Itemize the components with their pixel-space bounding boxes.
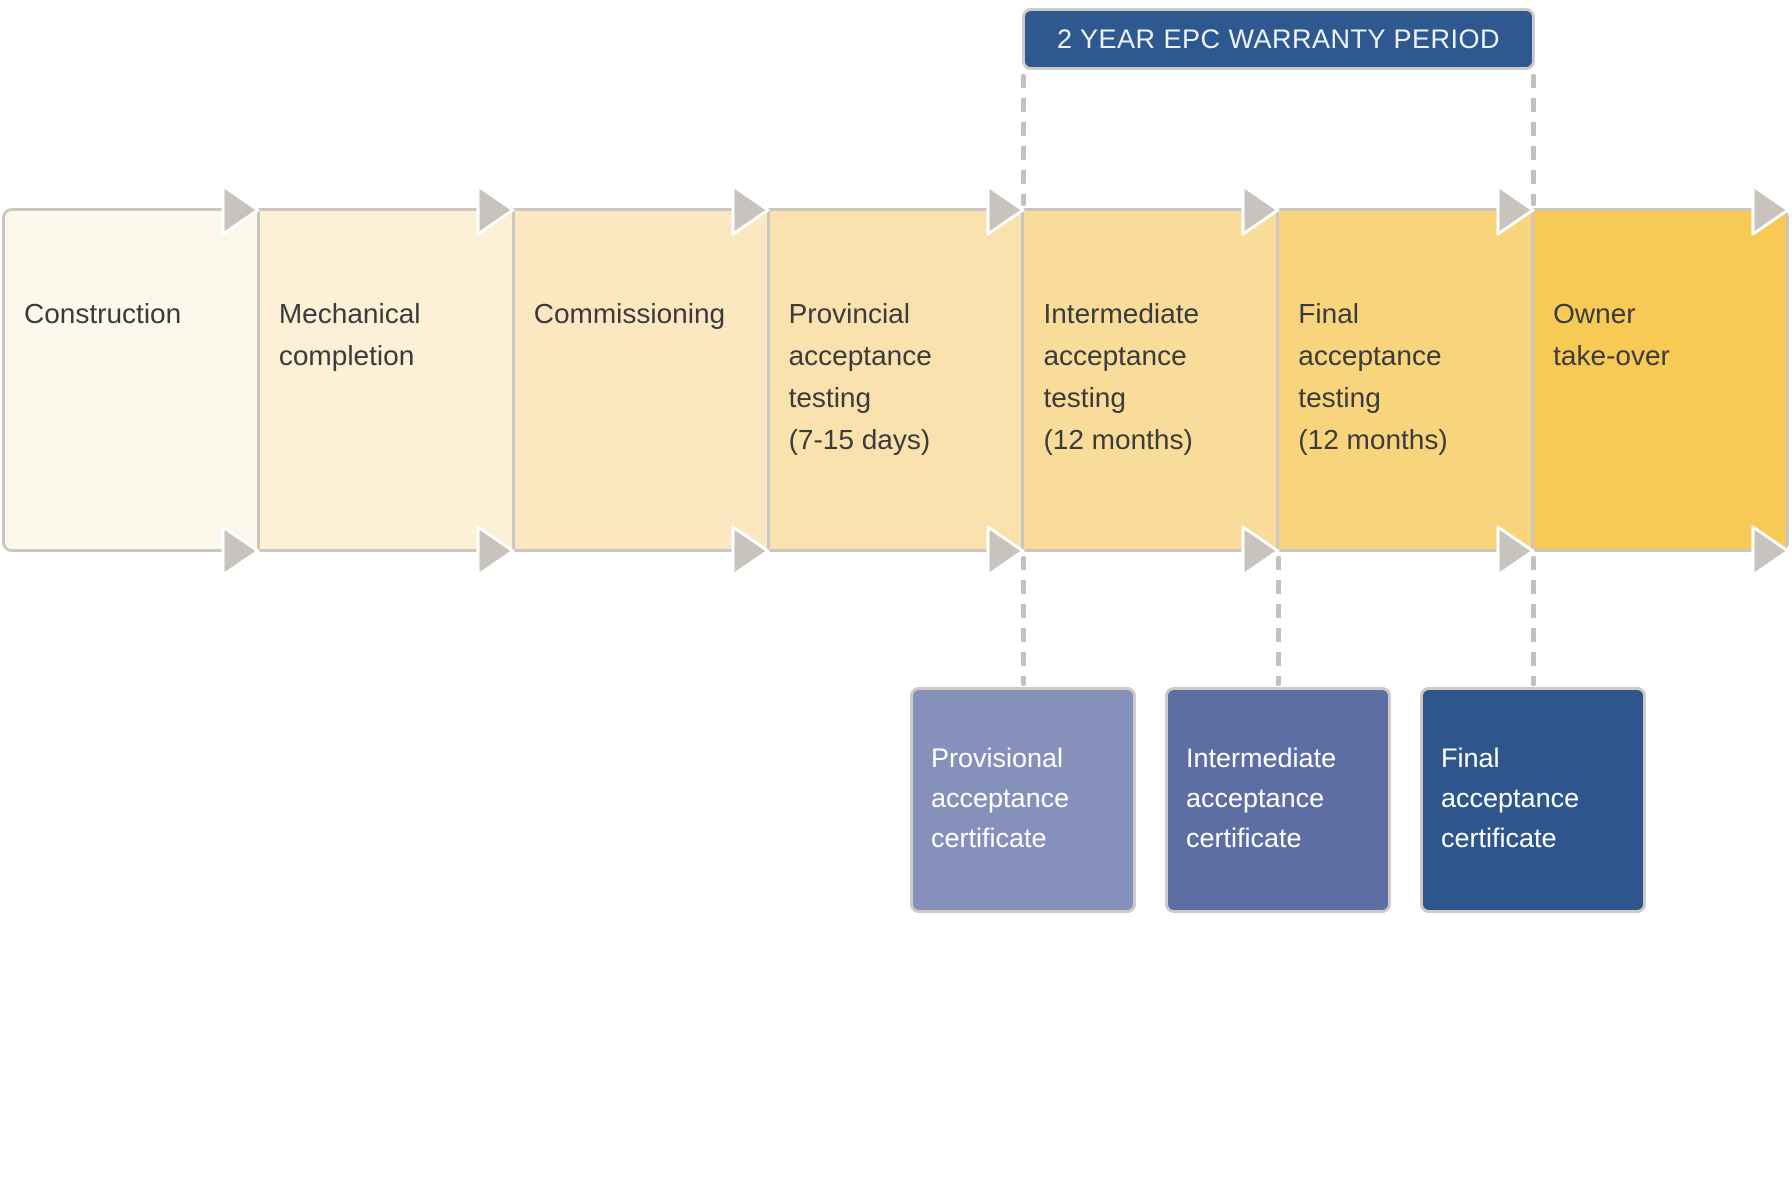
dashed-connector xyxy=(1021,556,1026,686)
dashed-connector xyxy=(1531,556,1536,686)
dashed-connector xyxy=(1021,74,1026,206)
stage-construction: Construction xyxy=(5,211,257,549)
stage-mechanical-completion: Mechanical completion xyxy=(256,211,512,549)
stage-owner-take-over: Owner take-over xyxy=(1531,211,1786,549)
stage-final-acceptance-testing: Final acceptance testing (12 months) xyxy=(1276,211,1532,549)
stage-intermediate-acceptance-testing: Intermediate acceptance testing (12 mont… xyxy=(1021,211,1277,549)
stage-provincial-acceptance-testing: Provincial acceptance testing (7-15 days… xyxy=(766,211,1022,549)
dashed-connector xyxy=(1276,556,1281,686)
timeline-strip: Construction Mechanical completion Commi… xyxy=(2,208,1789,552)
dashed-connector xyxy=(1531,74,1536,206)
certificate-provisional-acceptance: Provisional acceptance certificate xyxy=(910,687,1136,913)
certificate-final-acceptance: Final acceptance certificate xyxy=(1420,687,1646,913)
warranty-period-label: 2 YEAR EPC WARRANTY PERIOD xyxy=(1056,23,1501,54)
warranty-period-banner: 2 YEAR EPC WARRANTY PERIOD xyxy=(1022,8,1535,70)
certificate-intermediate-acceptance: Intermediate acceptance certificate xyxy=(1165,687,1391,913)
stage-commissioning: Commissioning xyxy=(511,211,767,549)
